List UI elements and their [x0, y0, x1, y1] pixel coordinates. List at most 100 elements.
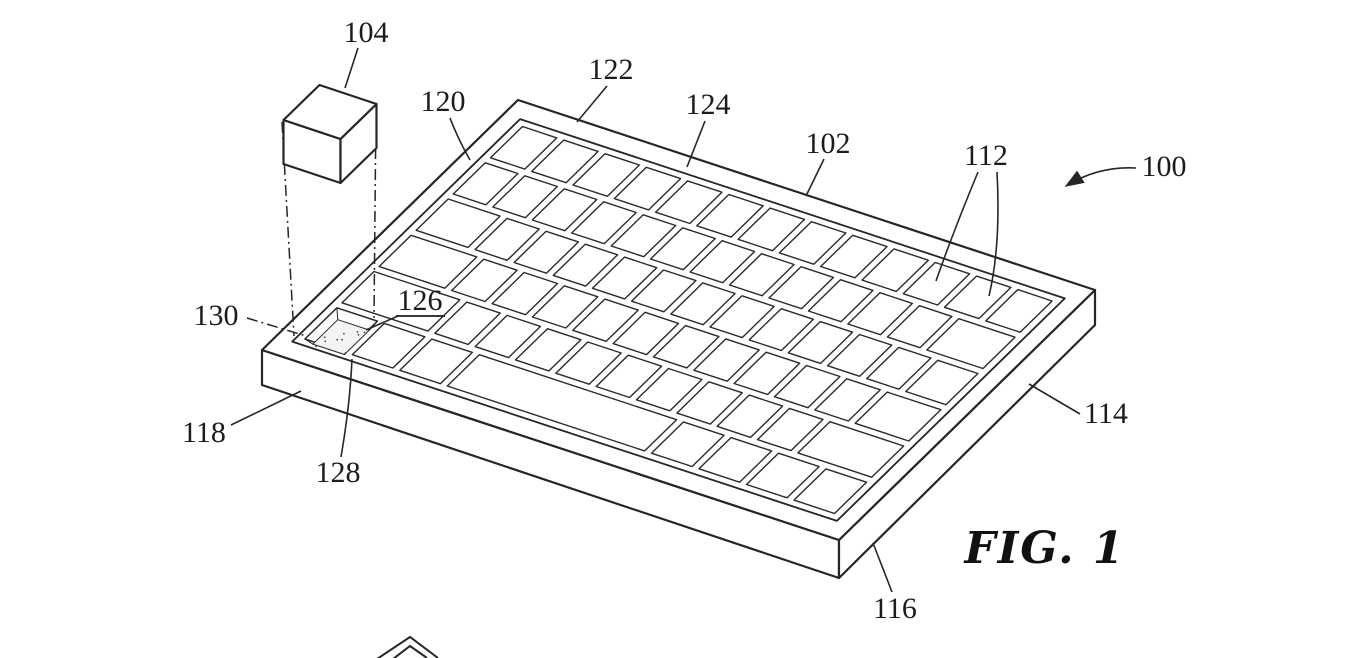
key	[820, 234, 888, 279]
key	[399, 338, 474, 385]
ref-label-116: 116	[873, 592, 917, 625]
socket-stipple-dot	[341, 338, 343, 341]
leader-102	[805, 158, 825, 197]
socket-stipple-dot	[324, 340, 327, 343]
key	[630, 269, 697, 313]
key	[610, 214, 677, 258]
leader-120	[449, 117, 471, 161]
leader-122	[576, 85, 608, 123]
key	[635, 367, 703, 412]
removed-keycap-top-face	[282, 83, 378, 141]
socket-stipple-dot	[357, 333, 360, 336]
ref-label-100: 100	[1142, 150, 1187, 183]
key	[351, 322, 426, 369]
key	[698, 436, 773, 483]
key	[797, 421, 905, 478]
key	[693, 338, 760, 382]
key	[670, 282, 736, 326]
key	[492, 175, 558, 219]
leader-118	[230, 390, 302, 426]
key	[926, 318, 1016, 370]
leader-116	[872, 542, 893, 593]
key	[451, 258, 518, 303]
key	[676, 381, 743, 425]
leader-130	[246, 317, 307, 337]
key	[378, 234, 478, 289]
key	[756, 407, 824, 452]
ref-label-124: 124	[686, 88, 731, 121]
key	[650, 421, 725, 468]
key	[768, 266, 835, 310]
key	[531, 188, 598, 232]
ref-label-114: 114	[1084, 397, 1128, 430]
leader-114	[1028, 383, 1081, 415]
key	[737, 207, 806, 252]
ref-label-122: 122	[589, 53, 634, 86]
ref-label-120: 120	[421, 85, 466, 118]
socket-wall-edge	[304, 338, 314, 345]
key	[513, 230, 580, 274]
key	[572, 152, 641, 198]
key	[886, 305, 953, 349]
key	[733, 351, 801, 396]
leader-lines	[230, 47, 1137, 593]
key	[555, 341, 622, 385]
leader-112-a	[935, 171, 979, 282]
key	[748, 308, 815, 352]
keycap-socket	[304, 307, 379, 356]
key	[452, 162, 519, 206]
key	[773, 364, 841, 409]
leader-112-b	[988, 171, 999, 297]
key	[552, 243, 619, 287]
key	[826, 333, 893, 377]
key	[716, 394, 784, 439]
leader-128	[340, 358, 353, 458]
socket-stipple-dot	[363, 331, 366, 334]
socket-stipple-dot	[336, 338, 339, 341]
key	[696, 193, 764, 238]
top-frame-rim	[291, 118, 1066, 522]
key	[861, 248, 929, 293]
key	[474, 217, 540, 261]
ref-label-118: 118	[182, 416, 226, 449]
key	[474, 314, 542, 359]
socket-stipple-dot	[315, 345, 317, 348]
key	[649, 227, 716, 271]
key	[489, 125, 558, 170]
key	[612, 311, 680, 356]
key	[778, 220, 847, 265]
key	[613, 166, 682, 211]
key	[491, 271, 559, 316]
key	[709, 295, 775, 339]
partial-figure-outline	[376, 635, 439, 658]
socket-stipple-dot	[356, 330, 359, 333]
socket-wall-edge	[344, 352, 346, 355]
keycap-projection-lines	[281, 105, 377, 337]
key	[854, 391, 942, 442]
key	[591, 256, 658, 300]
key	[814, 378, 881, 422]
key	[434, 301, 501, 346]
key	[571, 201, 637, 245]
partial-figure-inner-line	[392, 644, 428, 658]
socket-wall-edge	[336, 307, 339, 320]
keyboard-key-grid	[341, 125, 1053, 515]
key	[531, 285, 599, 329]
ref-label-128: 128	[316, 456, 361, 489]
key	[728, 252, 795, 297]
leader-arrow-100	[1064, 167, 1137, 187]
socket-stipple-dot	[323, 336, 326, 339]
key	[415, 198, 501, 249]
leader-124	[686, 120, 706, 168]
ref-label-102: 102	[806, 127, 851, 160]
key	[654, 180, 723, 225]
key	[745, 452, 820, 499]
key	[689, 239, 756, 284]
key	[531, 139, 599, 184]
key	[866, 346, 932, 390]
key	[652, 324, 720, 369]
partial-next-figure	[376, 635, 439, 658]
key	[902, 261, 971, 306]
